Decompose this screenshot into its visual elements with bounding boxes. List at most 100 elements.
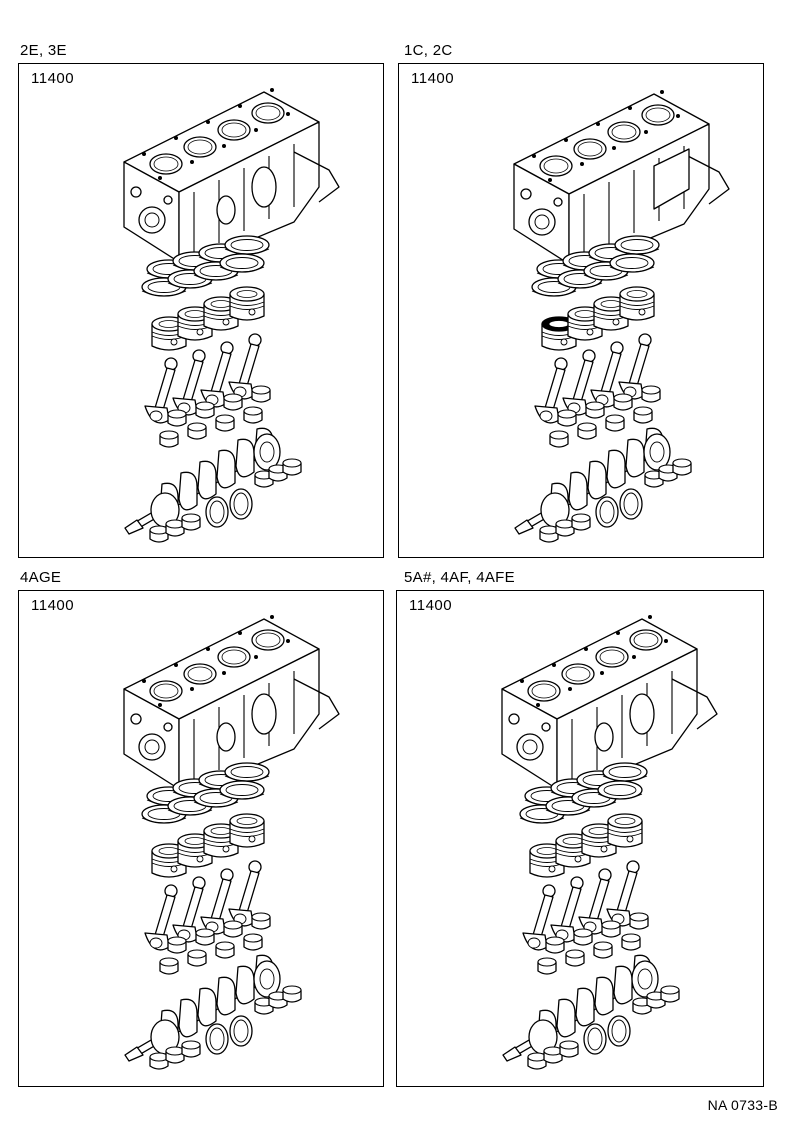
connecting-rod (228, 860, 262, 927)
bearing-shell (251, 385, 271, 403)
piston-ring-set (224, 235, 270, 255)
bearing-shell (672, 458, 692, 476)
bearing-shell (629, 912, 649, 930)
bearing-shell (181, 513, 201, 531)
bearing-shell (149, 1052, 169, 1070)
bearing-shell (641, 385, 661, 403)
part-code: 11400 (31, 70, 75, 87)
bearing-shell (282, 985, 302, 1003)
part-code: 11400 (409, 597, 453, 614)
piston-ring-set (614, 235, 660, 255)
panel-caption-4age: 4AGE (20, 569, 62, 586)
part-code: 11400 (31, 597, 75, 614)
bearing-shell (167, 936, 187, 954)
bearing-shell (537, 957, 557, 975)
connecting-rod (522, 884, 556, 951)
bearing-shell (165, 1046, 185, 1064)
connecting-rod (578, 868, 612, 935)
crankshaft (124, 954, 281, 1062)
crankshaft (124, 427, 281, 535)
bearing-shell (545, 936, 565, 954)
bearing-shell (167, 409, 187, 427)
bearing-shell (549, 430, 569, 448)
bearing-shell (187, 422, 207, 440)
connecting-rod (590, 341, 624, 408)
bearing-shell (243, 406, 263, 424)
panel-caption-5a-4af-4afe: 5A#, 4AF, 4AFE (404, 569, 515, 586)
short-block-illustration (501, 615, 718, 1070)
bearing-shell (243, 933, 263, 951)
part-code: 11400 (411, 70, 455, 87)
piston (229, 813, 265, 848)
panel-4age: 11400 (18, 590, 384, 1087)
piston (229, 286, 265, 321)
thrust-washer (229, 1015, 253, 1047)
thrust-washer (229, 488, 253, 520)
short-block-illustration (513, 90, 730, 543)
exploded-view (501, 615, 718, 1070)
piston (619, 286, 655, 321)
cylinder-block (123, 615, 340, 790)
bearing-shell (559, 1040, 579, 1058)
bearing-shell (195, 928, 215, 946)
thrust-washer (583, 1023, 607, 1055)
bearing-shell (601, 920, 621, 938)
bearing-shell (159, 430, 179, 448)
piston-ring-set (597, 780, 643, 800)
short-block-illustration (123, 615, 340, 1070)
bearing-shell (215, 941, 235, 959)
piston-ring-set (224, 762, 270, 782)
thrust-washer (619, 488, 643, 520)
crankshaft (502, 954, 659, 1062)
panel-caption-1c-2c: 1C, 2C (404, 42, 453, 59)
bearing-shell (571, 513, 591, 531)
bearing-shell (557, 409, 577, 427)
bearing-shell (159, 957, 179, 975)
bearing-shell (585, 401, 605, 419)
piston (607, 813, 643, 848)
bearing-shell (149, 525, 169, 543)
bearing-shell (613, 393, 633, 411)
bearing-shell (633, 406, 653, 424)
cylinder-block (501, 615, 718, 790)
bearing-shell (577, 422, 597, 440)
exploded-view (123, 615, 340, 1070)
cylinder-block (123, 88, 340, 263)
connecting-rod (534, 357, 568, 424)
bearing-shell (621, 933, 641, 951)
thrust-washer (205, 496, 229, 528)
bearing-shell (555, 519, 575, 537)
bearing-shell (215, 414, 235, 432)
connecting-rod (228, 333, 262, 400)
panel-5a-4af-4afe: 11400 (396, 590, 764, 1087)
bearing-shell (527, 1052, 547, 1070)
bearing-shell (223, 393, 243, 411)
panel-caption-2e-3e: 2E, 3E (20, 42, 67, 59)
bearing-shell (223, 920, 243, 938)
panel-1c-2c: 11400 (398, 63, 764, 558)
crankshaft (514, 427, 671, 535)
figure-code: NA 0733-B (707, 1097, 778, 1113)
exploded-view (123, 88, 340, 543)
piston-ring-set (219, 780, 265, 800)
bearing-shell (539, 525, 559, 543)
bearing-shell (181, 1040, 201, 1058)
exploded-view (513, 90, 730, 543)
bearing-shell (187, 949, 207, 967)
bearing-shell (565, 949, 585, 967)
panel-2e-3e: 11400 (18, 63, 384, 558)
thrust-washer (607, 1015, 631, 1047)
connecting-rod (550, 876, 584, 943)
cylinder-block (513, 90, 730, 265)
bearing-shell (593, 941, 613, 959)
bearing-shell (660, 985, 680, 1003)
bearing-shell (605, 414, 625, 432)
short-block-illustration (123, 88, 340, 543)
bearing-shell (165, 519, 185, 537)
thrust-washer (205, 1023, 229, 1055)
piston-ring-set (219, 253, 265, 273)
connecting-rod (144, 884, 178, 951)
thrust-washer (595, 496, 619, 528)
bearing-shell (573, 928, 593, 946)
bearing-shell (195, 401, 215, 419)
